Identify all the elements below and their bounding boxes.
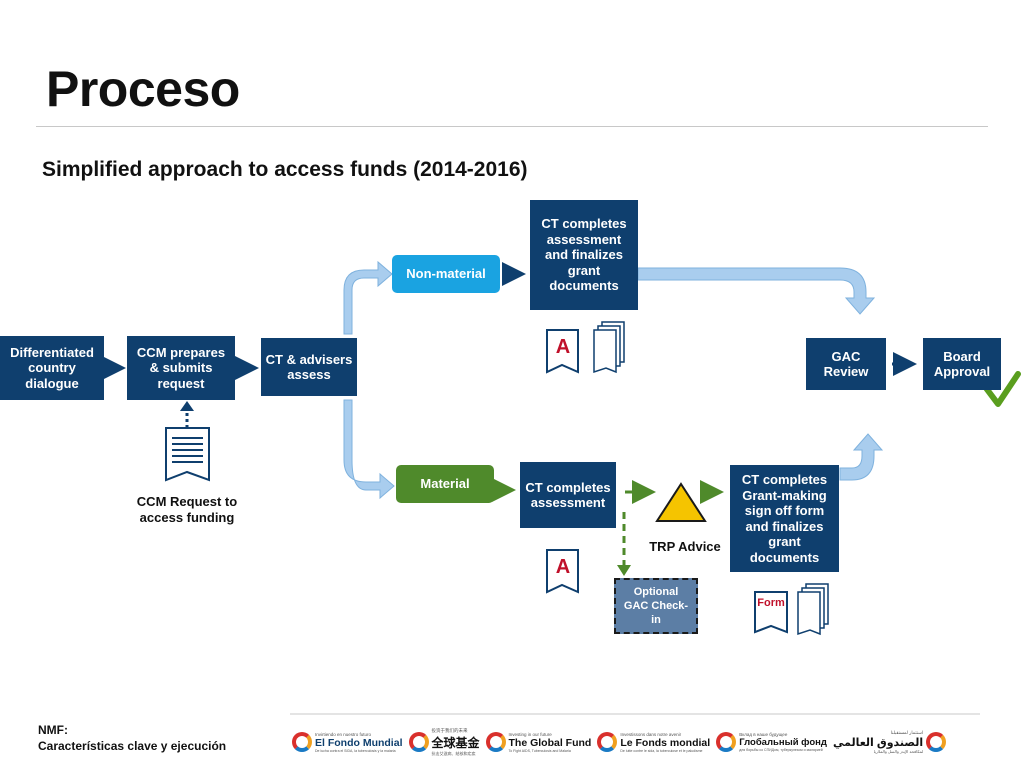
node-gac-review: GAC Review <box>806 338 886 390</box>
diagram-subtitle: Simplified approach to access funds (201… <box>42 158 528 181</box>
warning-triangle-icon <box>655 482 707 522</box>
node-differentiated-dialogue: Differentiated country dialogue <box>0 336 104 400</box>
node-ct-completes-finalizes: CT completes assessment and finalizes gr… <box>530 200 638 310</box>
title-divider <box>36 126 988 127</box>
form-doc-label: Form <box>757 597 785 609</box>
stacked-documents-icon-bottom <box>797 583 829 636</box>
node-board-approval: Board Approval <box>923 338 1001 390</box>
assessment-doc-label-top: A <box>555 336 571 358</box>
document-icon-form <box>754 591 788 634</box>
logo-arabic: استثمار لمستقبلنا الصندوق العالمي لمكافح… <box>833 730 947 754</box>
node-ct-completes-assessment: CT completes assessment <box>520 462 616 528</box>
checkmark-icon <box>983 371 1021 407</box>
node-ct-advisers-assess: CT & advisers assess <box>261 338 357 396</box>
global-fund-logo-strip: Invirtiendo en nuestro futuro El Fondo M… <box>292 722 992 762</box>
node-ccm-prepares: CCM prepares & submits request <box>127 336 235 400</box>
node-material: Material <box>396 465 494 503</box>
ccm-request-caption: CCM Request to access funding <box>136 494 238 525</box>
request-document-icon <box>165 427 210 482</box>
page-title: Proceso <box>46 61 240 117</box>
curved-arrows <box>343 260 884 500</box>
logo-chinese: 投资于我们的未来 全球基金 抗击艾滋病、结核和疟疾 <box>408 728 480 757</box>
node-non-material: Non-material <box>392 255 500 293</box>
node-optional-gac-checkin: Optional GAC Check-in <box>614 578 698 634</box>
assessment-doc-label-bottom: A <box>555 556 571 578</box>
logo-the-global-fund: Investing in our future The Global Fund … <box>485 732 591 753</box>
footer-nmf: NMF: <box>38 723 68 737</box>
footer-subtitle: Características clave y ejecución <box>38 739 227 753</box>
document-icon-a-bottom <box>546 549 579 594</box>
stacked-documents-icon-top <box>593 321 625 374</box>
trp-advice-label: TRP Advice <box>649 539 721 554</box>
document-icon-a-top <box>546 329 579 374</box>
logo-russian: Вклад в наше будущее Глобальный фонд для… <box>716 732 827 752</box>
logo-le-fonds-mondial: Investissons dans notre avenir Le Fonds … <box>597 732 710 753</box>
logo-el-fondo-mundial: Invirtiendo en nuestro futuro El Fondo M… <box>292 732 403 753</box>
node-ct-grant-making: CT completes Grant-making sign off form … <box>730 465 839 572</box>
